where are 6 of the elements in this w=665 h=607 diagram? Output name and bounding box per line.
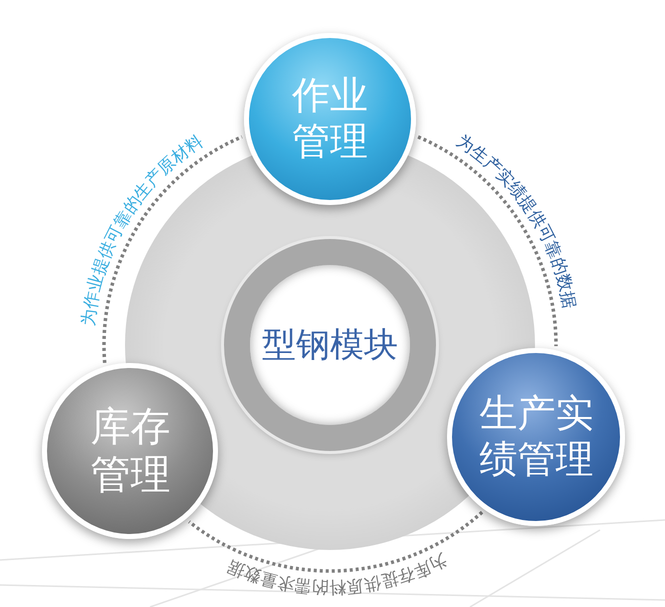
edge-label: 为生产实绩提供可靠的数据 [452,131,580,310]
dotted-arc [188,510,484,573]
edge-label: 为作业提供可靠的生产原材料 [78,131,208,327]
dotted-arc [102,135,243,363]
dotted-arc [417,135,558,346]
edge-label: 为库存提供原料的需求量数据 [224,548,450,598]
